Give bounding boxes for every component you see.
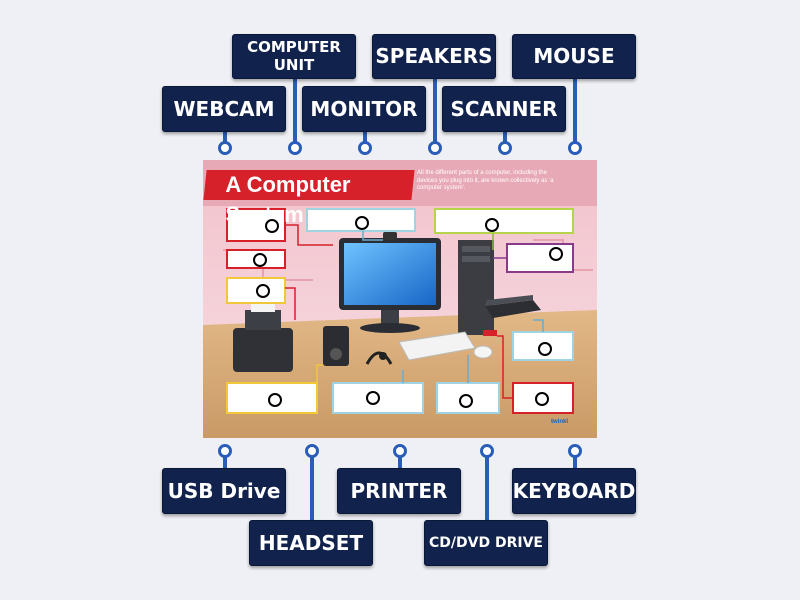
connector-stem bbox=[503, 132, 507, 147]
connector-stem bbox=[573, 79, 577, 147]
label-headset[interactable]: HEADSET bbox=[249, 520, 373, 566]
connector-pin[interactable] bbox=[305, 444, 319, 458]
label-usb-drive[interactable]: USB Drive bbox=[162, 468, 286, 514]
label-scanner[interactable]: SCANNER bbox=[442, 86, 566, 132]
drop-target-dot[interactable] bbox=[535, 392, 549, 406]
connector-pin[interactable] bbox=[288, 141, 302, 155]
connector-pin[interactable] bbox=[218, 444, 232, 458]
poster-illustration bbox=[203, 160, 597, 438]
drop-target-dot[interactable] bbox=[253, 253, 267, 267]
drop-target-dot[interactable] bbox=[256, 284, 270, 298]
label-printer[interactable]: PRINTER bbox=[337, 468, 461, 514]
connector-stem bbox=[398, 450, 402, 468]
connector-stem bbox=[293, 79, 297, 147]
label-webcam[interactable]: WEBCAM bbox=[162, 86, 286, 132]
drop-target-dot[interactable] bbox=[366, 391, 380, 405]
connector-stem bbox=[223, 132, 227, 147]
drop-target-dot[interactable] bbox=[355, 216, 369, 230]
connector-pin[interactable] bbox=[568, 444, 582, 458]
label-speakers[interactable]: SPEAKERS bbox=[372, 34, 496, 79]
drop-target-dot[interactable] bbox=[549, 247, 563, 261]
connector-pin[interactable] bbox=[428, 141, 442, 155]
connector-pin[interactable] bbox=[358, 141, 372, 155]
poster-title-banner: A Computer System bbox=[203, 170, 415, 227]
connector-stem bbox=[573, 450, 577, 468]
connector-stem bbox=[310, 450, 314, 520]
label-computer-unit[interactable]: COMPUTER UNIT bbox=[232, 34, 356, 79]
label-monitor[interactable]: MONITOR bbox=[302, 86, 426, 132]
label-keyboard[interactable]: KEYBOARD bbox=[512, 468, 636, 514]
connector-pin[interactable] bbox=[480, 444, 494, 458]
label-mouse[interactable]: MOUSE bbox=[512, 34, 636, 79]
connector-pin[interactable] bbox=[393, 444, 407, 458]
connector-stem bbox=[363, 132, 367, 147]
drop-target-dot[interactable] bbox=[268, 393, 282, 407]
poster-title: A Computer System bbox=[225, 172, 351, 227]
drop-target-dot[interactable] bbox=[485, 218, 499, 232]
connector-pin[interactable] bbox=[568, 141, 582, 155]
connector-pin[interactable] bbox=[218, 141, 232, 155]
connector-stem bbox=[223, 450, 227, 468]
drop-target-dot[interactable] bbox=[538, 342, 552, 356]
brand-logo: twinkl bbox=[551, 419, 569, 425]
label-cd-dvd-drive[interactable]: CD/DVD DRIVE bbox=[424, 520, 548, 566]
connector-stem bbox=[433, 79, 437, 147]
drop-target-dot[interactable] bbox=[265, 219, 279, 233]
connector-pin[interactable] bbox=[498, 141, 512, 155]
computer-system-poster: A Computer System All the different part… bbox=[203, 160, 597, 438]
drop-target-dot[interactable] bbox=[459, 394, 473, 408]
poster-description: All the different parts of a computer, i… bbox=[417, 170, 554, 191]
connector-stem bbox=[485, 450, 489, 520]
